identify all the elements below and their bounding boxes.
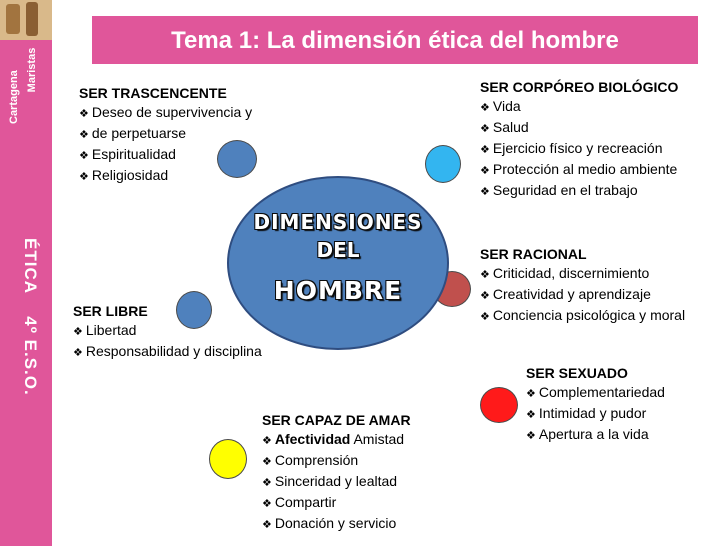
list-item: Religiosidad [79,166,252,187]
dimension-trascendente: SER TRASCENCENTE Deseo de supervivencia … [79,84,252,187]
list-item: Complementariedad [526,383,665,404]
dimension-title: SER RACIONAL [480,246,587,262]
amar-dot [209,439,247,479]
center-line2: DEL [316,238,360,262]
sidebar: Maristas Cartagena ÉTICA 4º E.S.O. [0,0,52,546]
list-item-bold: Afectividad [274,431,351,447]
list-item: Afectividad Amistad [262,430,411,451]
school-name-line1: Maristas [26,47,38,93]
dimension-racional: SER RACIONAL Criticidad, discernimiento … [480,245,685,327]
list-item: de perpetuarse [79,124,252,145]
dimension-libre: SER LIBRE Libertad Responsabilidad y dis… [73,302,262,363]
list-item: Salud [480,118,678,139]
list-item: Compartir [262,493,411,514]
list-item: Comprensión [262,451,411,472]
course-label: ÉTICA 4º E.S.O. [21,238,40,396]
dimension-amar: SER CAPAZ DE AMAR Afectividad Amistad Co… [262,411,411,535]
center-circle: DIMENSIONES DEL HOMBRE [227,176,449,350]
sexuado-dot [480,387,518,423]
list-item: Protección al medio ambiente [480,160,678,181]
list-item: Ejercicio físico y recreación [480,139,678,160]
list-item: Vida [480,97,678,118]
dimension-title: SER CORPÓREO BIOLÓGICO [480,79,679,95]
list-item: Creatividad y aprendizaje [480,285,685,306]
list-item-rest: Amistad [350,431,405,447]
list-item: Sinceridad y lealtad [262,472,411,493]
dimension-corporeo: SER CORPÓREO BIOLÓGICO Vida Salud Ejerci… [480,78,678,202]
list-item: Apertura a la vida [526,425,665,446]
list-item: Libertad [73,321,262,342]
center-line1: DIMENSIONES [253,210,423,234]
school-name-line2: Cartagena [8,70,20,124]
page-title: Tema 1: La dimensión ética del hombre [92,16,698,64]
logo-image [0,0,52,40]
list-item: Criticidad, discernimiento [480,264,685,285]
corporeo-dot [425,145,461,183]
dimension-title: SER LIBRE [73,303,148,319]
list-item: Responsabilidad y disciplina [73,342,262,363]
list-item: Intimidad y pudor [526,404,665,425]
list-item: Espiritualidad [79,145,252,166]
dimension-title: SER TRASCENCENTE [79,85,227,101]
list-item: Conciencia psicológica y moral [480,306,685,327]
list-item: Deseo de supervivencia y [79,103,252,124]
dimension-sexuado: SER SEXUADO Complementariedad Intimidad … [526,364,665,446]
center-line3: HOMBRE [273,276,403,305]
list-item: Seguridad en el trabajo [480,181,678,202]
list-item: Donación y servicio [262,514,411,535]
dimension-title: SER CAPAZ DE AMAR [262,412,411,428]
dimension-title: SER SEXUADO [526,365,628,381]
